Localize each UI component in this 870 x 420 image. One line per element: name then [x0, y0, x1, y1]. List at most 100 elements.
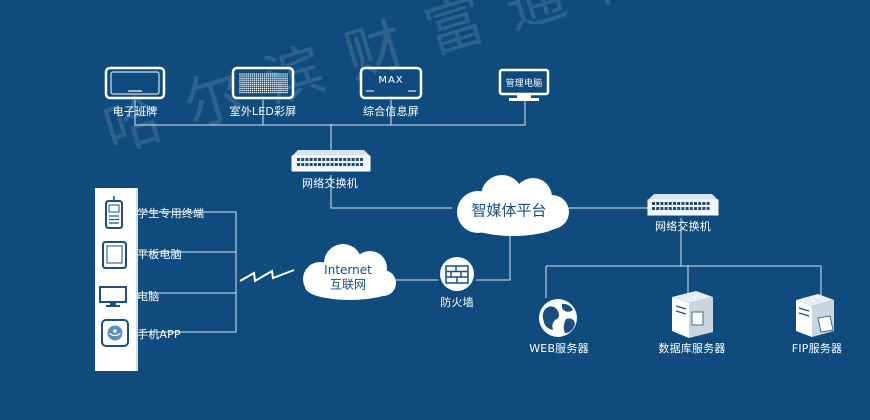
- internet-label-cn: 互联网: [329, 277, 367, 292]
- led-dot: [274, 87, 276, 90]
- led-dot: [270, 83, 272, 85]
- led-dot: [251, 83, 254, 85]
- platform-to-firewall-line: [476, 228, 511, 281]
- led-dot: [251, 79, 254, 81]
- info-screen-icon: [359, 66, 423, 100]
- led-dot: [272, 81, 274, 83]
- led-dot: [286, 87, 288, 90]
- led-dot: [282, 75, 284, 77]
- led-dot: [261, 85, 264, 88]
- switch-port: [313, 158, 317, 161]
- led-dot: [265, 85, 268, 88]
- switch-port: [305, 158, 309, 161]
- switch-right-icon: [647, 194, 719, 216]
- led-dot: [274, 91, 276, 94]
- led-dot: [265, 81, 268, 83]
- led-dot: [282, 79, 284, 81]
- led-dot: [253, 89, 256, 92]
- led-dot: [251, 81, 254, 83]
- led-dot: [251, 91, 254, 94]
- pc-label: 电脑: [137, 290, 160, 303]
- led-dot: [241, 79, 243, 81]
- web-server-label: WEB服务器: [529, 342, 589, 355]
- led-dot: [245, 79, 247, 81]
- switch-port: [694, 207, 697, 210]
- led-dot: [267, 85, 270, 88]
- platform-label: 智媒体平台: [471, 201, 547, 220]
- led-dot: [265, 87, 268, 90]
- led-dot: [241, 91, 243, 94]
- led-dot: [245, 87, 247, 90]
- led-dot: [276, 89, 278, 92]
- led-dot: [282, 91, 284, 94]
- led-dot: [284, 73, 286, 75]
- led-dot: [280, 77, 282, 79]
- led-dot: [278, 79, 280, 81]
- led-dot: [249, 85, 251, 88]
- pc-monitor-icon: [99, 286, 127, 307]
- led-screen-icon: [231, 66, 295, 100]
- led-dot: [257, 91, 260, 94]
- led-dot: [255, 77, 258, 79]
- led-dot: [284, 75, 286, 77]
- switch-port: [685, 207, 689, 210]
- switch-port: [309, 158, 313, 161]
- led-dot: [286, 89, 288, 92]
- led-dot: [255, 87, 258, 90]
- switch-port: [347, 163, 351, 166]
- led-dot: [263, 73, 266, 75]
- led-dot: [259, 75, 262, 77]
- led-dot: [239, 79, 241, 81]
- led-dot: [267, 77, 270, 79]
- led-dot: [267, 75, 270, 77]
- switch-port: [677, 207, 681, 210]
- led-dot: [270, 79, 272, 81]
- led-dot: [272, 73, 274, 75]
- led-dot: [241, 85, 243, 88]
- manager-computer-icon: [498, 68, 550, 101]
- led-dot: [276, 85, 278, 88]
- led-dot: [286, 83, 288, 85]
- switch-port: [652, 202, 655, 205]
- mobile-app-label: 手机APP: [137, 328, 181, 341]
- switch-port: [322, 158, 326, 161]
- led-dot: [251, 77, 254, 79]
- led-dot: [257, 75, 260, 77]
- led-dot: [257, 83, 260, 85]
- led-dot: [278, 87, 280, 90]
- class-board-icon: [104, 66, 166, 100]
- led-dot: [265, 75, 268, 77]
- led-dot: [251, 85, 254, 88]
- led-dot: [276, 79, 278, 81]
- led-dot: [243, 87, 245, 90]
- led-dot: [259, 91, 262, 94]
- led-dot: [245, 75, 247, 77]
- led-dot: [274, 85, 276, 88]
- led-dot: [259, 81, 262, 83]
- led-dot: [257, 81, 260, 83]
- switch-port: [677, 202, 681, 205]
- database-server-icon: [672, 291, 713, 338]
- led-dot: [282, 81, 284, 83]
- led-dot: [257, 85, 260, 88]
- student-terminal-icon: [105, 196, 123, 229]
- switch-port: [355, 158, 359, 161]
- led-dot: [259, 79, 262, 81]
- switch-port: [326, 158, 330, 161]
- tablet-label: 平板电脑: [137, 248, 182, 261]
- led-dot: [274, 89, 276, 92]
- switch-port: [706, 202, 710, 205]
- led-dot: [272, 79, 274, 81]
- led-dot: [267, 87, 270, 90]
- led-dot: [272, 85, 274, 88]
- led-dot: [274, 77, 276, 79]
- switch-port: [334, 158, 338, 161]
- led-dot: [261, 79, 264, 81]
- led-dot: [243, 81, 245, 83]
- switch-port: [305, 163, 309, 166]
- led-dot: [243, 73, 245, 75]
- tablet-icon: [102, 241, 127, 269]
- led-dot: [249, 91, 251, 94]
- switch-port: [313, 163, 317, 166]
- led-dot: [274, 83, 276, 85]
